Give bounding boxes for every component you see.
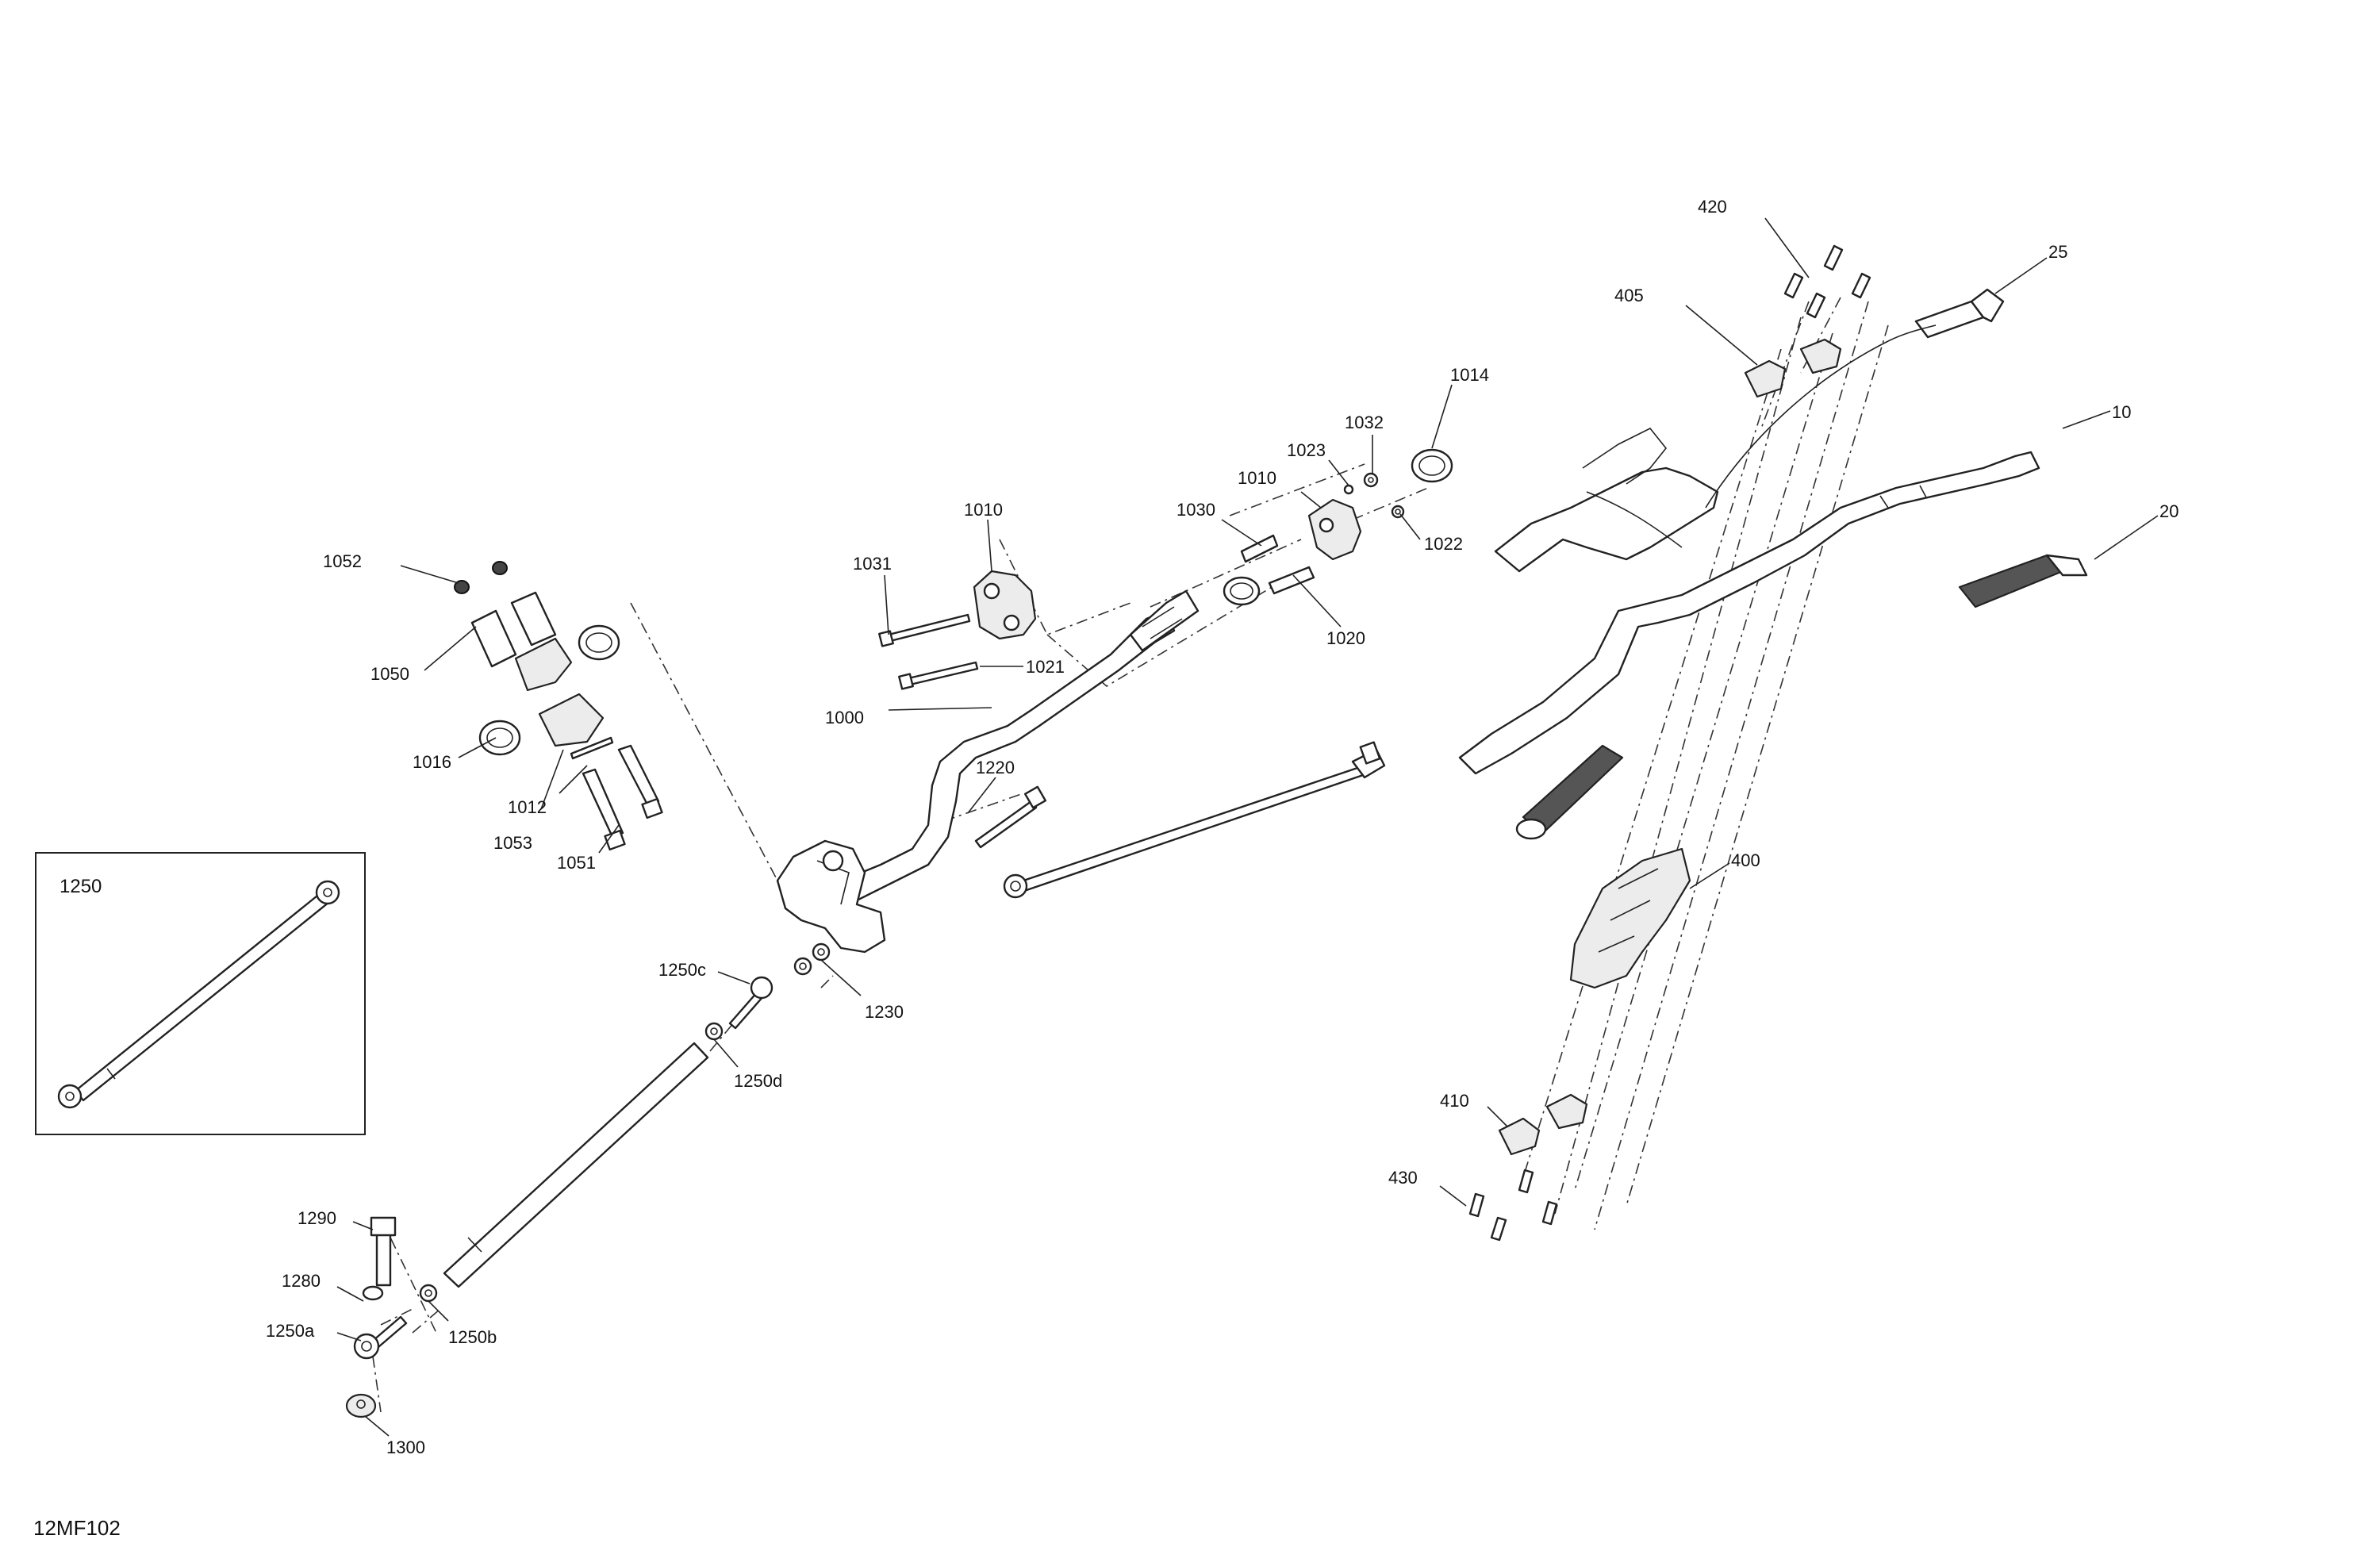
clamp-1010-right: [1307, 498, 1362, 561]
bolt-420-d: [1851, 272, 1871, 299]
label-1010-right: 1010: [1238, 468, 1276, 488]
label-1010-left: 1010: [964, 500, 1003, 520]
clamp-block-1012: [538, 693, 605, 747]
label-1050: 1050: [370, 664, 409, 684]
label-1022: 1022: [1424, 534, 1463, 554]
nut-1250b: [419, 1284, 438, 1303]
label-1052: 1052: [323, 551, 362, 571]
bolt-1051-a: [582, 768, 626, 851]
bolt-420-b: [1823, 244, 1844, 271]
grip-20: [1958, 554, 2088, 608]
nut-1023: [1343, 484, 1354, 495]
washer-1230-a: [793, 957, 812, 976]
nut-1052-b: [492, 561, 508, 575]
clamp-405: [1744, 338, 1842, 398]
label-420: 420: [1698, 197, 1727, 217]
nut-1250d: [704, 1022, 724, 1041]
grip-25: [1914, 288, 2005, 339]
spacer-1050-a: [470, 609, 517, 668]
nut-1052-a: [454, 580, 470, 594]
washer-1230-b: [812, 942, 831, 961]
tie-rod-lower: [443, 1042, 709, 1288]
ring-1014: [1411, 448, 1453, 483]
clamp-1010-left: [973, 570, 1037, 640]
bolt-420-c: [1806, 292, 1826, 319]
bolt-1031: [878, 613, 971, 647]
tie-rod-upper: [1003, 741, 1386, 899]
handlebar-10: [1458, 451, 2040, 775]
label-1021: 1021: [1026, 657, 1065, 677]
bolt-430-c: [1518, 1169, 1534, 1194]
label-1023: 1023: [1287, 440, 1326, 460]
label-1300: 1300: [386, 1437, 425, 1457]
nut-1032: [1363, 472, 1379, 488]
label-1030: 1030: [1177, 500, 1215, 520]
bolt-420-a: [1783, 272, 1804, 299]
inset-label-1250: 1250: [60, 876, 102, 897]
label-1250d: 1250d: [734, 1071, 782, 1091]
control-housing: [1494, 324, 1937, 573]
label-1250b: 1250b: [448, 1327, 497, 1347]
label-410: 410: [1440, 1091, 1469, 1111]
label-1220: 1220: [976, 758, 1015, 777]
label-405: 405: [1614, 286, 1644, 305]
clamp-410: [1498, 1093, 1588, 1156]
label-1020: 1020: [1326, 628, 1365, 648]
rod-end-1250c: [728, 976, 774, 1030]
label-1280: 1280: [282, 1271, 321, 1291]
bolt-1220: [974, 785, 1046, 849]
steering-column-1000: [776, 589, 1200, 954]
label-1012: 1012: [508, 797, 547, 817]
label-1051: 1051: [557, 853, 596, 873]
label-1250c: 1250c: [658, 960, 706, 980]
label-1032: 1032: [1345, 413, 1384, 432]
label-1290: 1290: [298, 1208, 336, 1228]
ring-upper: [578, 624, 620, 661]
label-1250a: 1250a: [266, 1321, 315, 1341]
riser-400: [1569, 847, 1691, 989]
bolt-430-a: [1468, 1192, 1485, 1218]
clamp-block-upper: [514, 637, 573, 692]
label-430: 430: [1388, 1168, 1418, 1188]
label-1016: 1016: [413, 752, 451, 772]
shim-1053: [570, 736, 614, 760]
bushing-1030: [1240, 534, 1279, 563]
part-labels: 10 20 25 400 405 410 420 430 1000 1010 1…: [33, 197, 2178, 1540]
label-10: 10: [2112, 402, 2131, 422]
inset-1250: [35, 852, 366, 1135]
bolt-1051-b: [617, 744, 663, 819]
ring-1016: [478, 720, 521, 756]
washer-1280: [362, 1285, 384, 1301]
label-1000: 1000: [825, 708, 864, 727]
bolt-1290: [370, 1216, 397, 1287]
label-25: 25: [2048, 242, 2067, 262]
label-20: 20: [2159, 501, 2178, 521]
ring-1030: [1223, 576, 1261, 606]
spacer-1050-b: [510, 591, 557, 647]
rod-end-1250a: [353, 1315, 408, 1360]
drawing-id: 12MF102: [33, 1516, 121, 1540]
label-1053: 1053: [493, 833, 532, 853]
nut-1300: [345, 1393, 377, 1418]
bushing-1020: [1268, 566, 1315, 595]
bolt-1021: [898, 661, 979, 690]
bolt-430-b: [1490, 1216, 1507, 1242]
grip-center: [1515, 744, 1624, 840]
label-400: 400: [1731, 850, 1760, 870]
leader-lines: [336, 217, 2159, 1437]
label-1230: 1230: [865, 1002, 904, 1022]
bolt-430-d: [1541, 1200, 1558, 1226]
label-1031: 1031: [853, 554, 892, 574]
label-1014: 1014: [1450, 365, 1489, 385]
